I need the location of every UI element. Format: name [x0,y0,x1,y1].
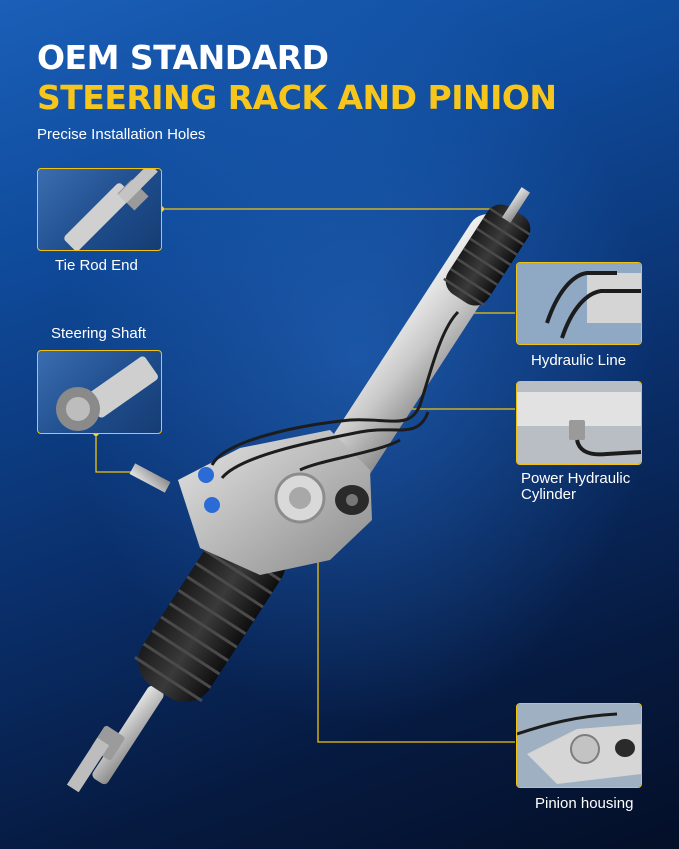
label-tie-rod-end: Tie Rod End [55,257,138,274]
pinion-housing-body [129,430,372,575]
label-steering-shaft: Steering Shaft [51,325,147,342]
inset-tie-rod-end [37,168,162,251]
pinion-housing-detail [517,704,641,787]
inset-power-hydraulic-cylinder [516,381,642,465]
hydraulic-lines [210,310,460,479]
power-hydraulic-cylinder-detail [517,382,641,464]
label-power-hydraulic-cylinder: Power Hydraulic Cylinder [521,470,631,503]
inset-steering-shaft [37,350,162,434]
label-hydraulic-line: Hydraulic Line [531,352,627,369]
subtitle: Precise Installation Holes [37,126,206,143]
label-pinion-housing: Pinion housing [535,795,634,812]
tie-rod-end-detail [64,169,158,250]
headline-steering-rack: STEERING RACK AND PINION [37,78,557,117]
inset-pinion-housing [516,703,642,788]
headline-oem-standard: OEM STANDARD [37,38,329,77]
steering-shaft-detail [56,356,158,431]
inset-hydraulic-line [516,262,642,345]
upper-bellows-boot [443,204,531,307]
hydraulic-line-detail [517,263,641,344]
